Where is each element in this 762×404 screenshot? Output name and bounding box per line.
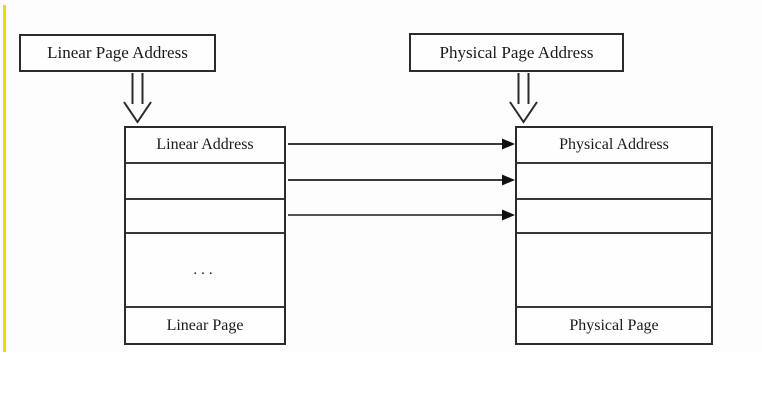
linear-page-label: Linear Page — [166, 316, 244, 334]
physical-page-label: Physical Page — [569, 316, 659, 334]
table-row: ... — [126, 234, 284, 308]
mapping-arrow-icon — [288, 209, 515, 221]
ellipsis-label: ... — [193, 261, 217, 278]
table-row — [126, 164, 284, 200]
table-row — [517, 164, 711, 200]
table-row — [517, 200, 711, 234]
physical-page-address-box: Physical Page Address — [409, 33, 624, 72]
page-background-strip — [0, 352, 762, 404]
linear-page-address-label: Linear Page Address — [47, 43, 188, 62]
linear-address-label: Linear Address — [156, 136, 254, 153]
physical-page-address-label: Physical Page Address — [439, 42, 594, 62]
physical-address-label: Physical Address — [559, 136, 669, 153]
down-arrow-icon — [123, 73, 152, 124]
linear-page-table: Linear Address ... Linear Page — [124, 126, 286, 345]
mapping-arrow-icon — [288, 138, 515, 150]
table-row: Physical Address — [517, 128, 711, 164]
linear-page-address-box: Linear Page Address — [19, 34, 216, 72]
table-row: Physical Page — [517, 308, 711, 343]
table-row: Linear Address — [126, 128, 284, 164]
page-edge-highlight-bar — [3, 5, 6, 352]
physical-page-table: Physical Address Physical Page — [515, 126, 713, 345]
down-arrow-icon — [509, 73, 538, 124]
table-row — [126, 200, 284, 234]
table-row — [517, 234, 711, 308]
mapping-arrow-icon — [288, 174, 515, 186]
table-row: Linear Page — [126, 308, 284, 343]
